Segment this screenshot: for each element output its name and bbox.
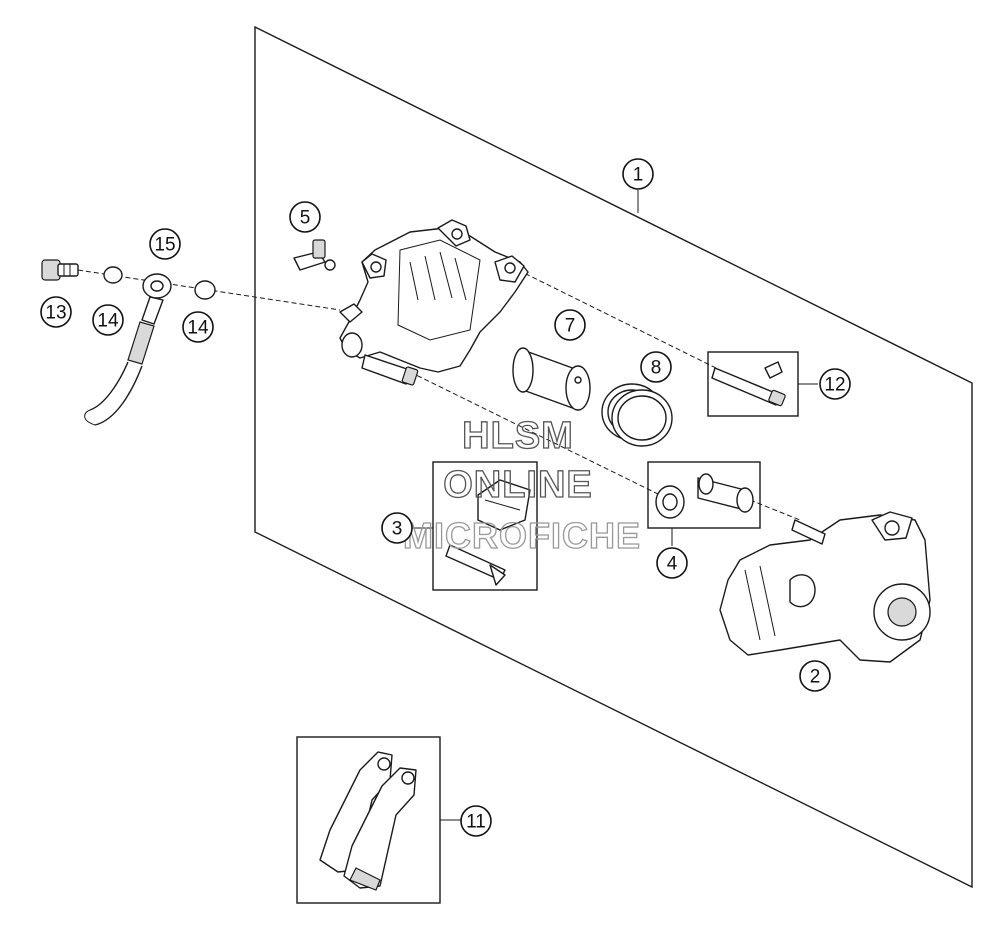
svg-text:8: 8 <box>651 358 662 379</box>
callout-12[interactable]: 12 <box>819 368 851 400</box>
callout-7[interactable]: 7 <box>554 309 586 341</box>
callout-4[interactable]: 4 <box>656 547 688 579</box>
svg-text:13: 13 <box>45 303 66 324</box>
piston-seal-kit <box>601 383 673 447</box>
caliper-guide-pin <box>361 354 419 386</box>
svg-text:15: 15 <box>154 235 175 256</box>
watermark-line2: ONLINE <box>443 464 593 506</box>
svg-text:5: 5 <box>300 208 311 229</box>
svg-text:3: 3 <box>392 519 403 540</box>
callout-2[interactable]: 2 <box>799 660 831 692</box>
bushing-kit-box <box>647 461 761 546</box>
callout-8[interactable]: 8 <box>640 351 672 383</box>
assembly-frame <box>254 25 973 889</box>
banjo-bolt <box>41 259 79 281</box>
caliper-housing <box>339 219 529 373</box>
svg-text:4: 4 <box>667 554 678 575</box>
svg-text:1: 1 <box>633 165 644 186</box>
callout-13[interactable]: 13 <box>40 296 72 328</box>
callout-5[interactable]: 5 <box>289 201 321 233</box>
banjo-fitting-hose <box>84 273 172 426</box>
callout-15[interactable]: 15 <box>149 228 181 260</box>
watermark-line3: MICROFICHE <box>403 515 641 556</box>
brake-pads-box <box>296 736 462 904</box>
caliper-bracket <box>719 511 931 663</box>
sealing-washer-right <box>194 280 216 300</box>
pin-kit-box <box>707 351 818 417</box>
svg-text:7: 7 <box>565 316 576 337</box>
callout-3[interactable]: 3 <box>381 512 413 544</box>
svg-text:14: 14 <box>187 318 209 339</box>
pad-spring-box <box>410 461 538 591</box>
callout-11[interactable]: 11 <box>460 805 492 837</box>
bleeder-screw <box>293 239 336 271</box>
watermark: HLSM ONLINE MICROFICHE <box>402 414 641 556</box>
callout-14-right[interactable]: 14 <box>182 311 214 343</box>
watermark-line1: HLSM <box>462 415 574 457</box>
callout-14-left[interactable]: 14 <box>92 304 124 336</box>
svg-text:14: 14 <box>97 311 119 332</box>
callout-1[interactable]: 1 <box>622 158 654 190</box>
svg-text:12: 12 <box>824 375 845 396</box>
svg-text:2: 2 <box>810 667 821 688</box>
piston <box>512 347 591 411</box>
sealing-washer-left <box>103 266 123 284</box>
svg-text:11: 11 <box>466 812 486 833</box>
